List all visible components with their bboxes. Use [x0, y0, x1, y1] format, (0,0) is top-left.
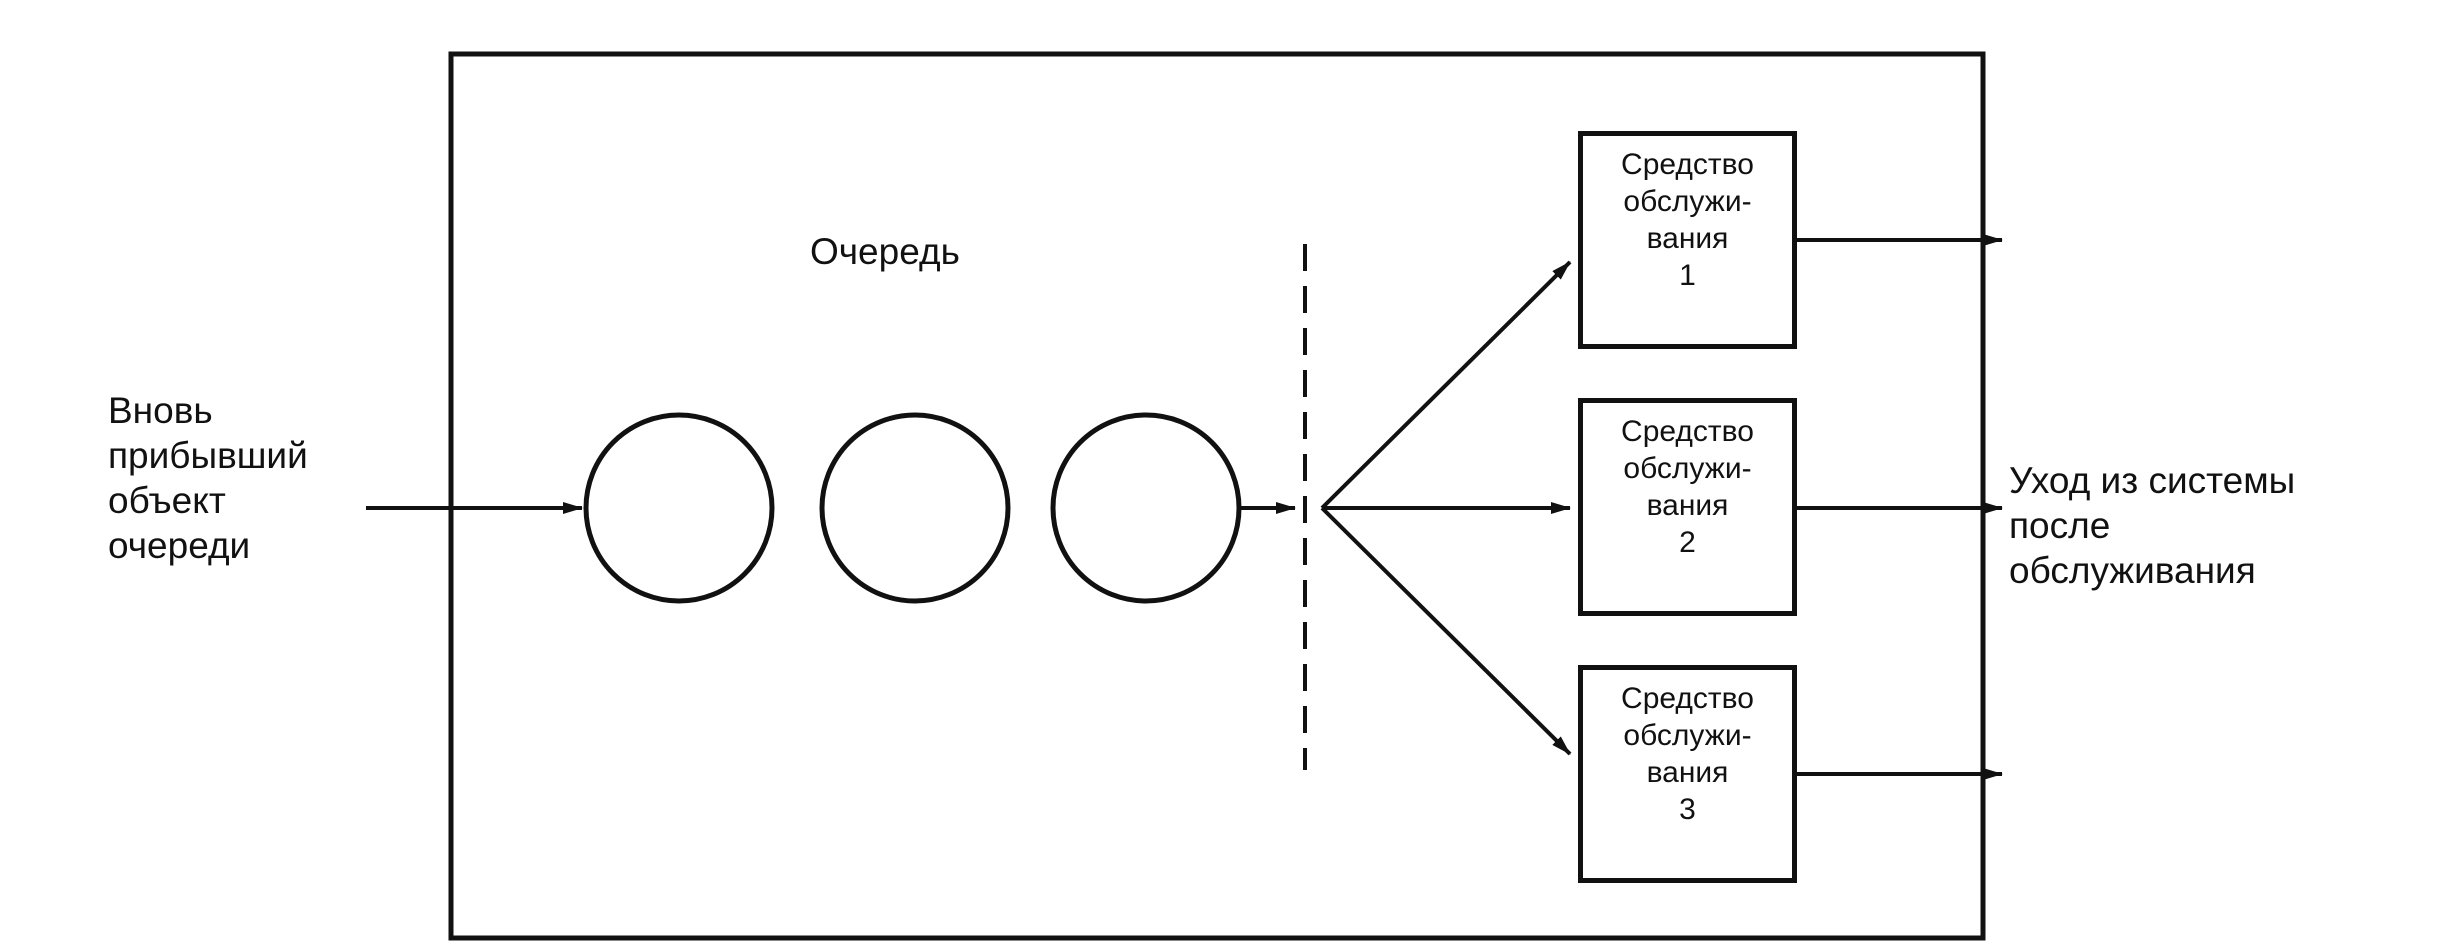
service-facility-1: Средство обслужи- вания 1: [1578, 131, 1797, 349]
server-label-line: вания: [1646, 222, 1729, 255]
queue-item-3: [1050, 412, 1242, 604]
incoming-label-line: очереди: [108, 525, 251, 566]
incoming-label-line: прибывший: [108, 435, 308, 476]
server-label-line: обслужи-: [1623, 719, 1752, 752]
server-number: 3: [1679, 793, 1696, 826]
server-number: 2: [1679, 526, 1696, 559]
queue-label: Очередь: [810, 231, 960, 272]
queue-item-1: [583, 412, 775, 604]
dispatch-arrow-1: [1320, 260, 1572, 510]
server-label-line: Средство: [1621, 148, 1754, 181]
departure-label-line: Уход из системы: [2009, 460, 2296, 501]
service-facility-2: Средство обслужи- вания 2: [1578, 398, 1797, 616]
incoming-label-line: объект: [108, 480, 226, 521]
server-label-line: Средство: [1621, 415, 1754, 448]
dispatch-arrow-3: [1320, 506, 1572, 756]
server-label-line: обслужи-: [1623, 185, 1752, 218]
server-number: 1: [1679, 259, 1696, 292]
server-label-line: обслужи-: [1623, 452, 1752, 485]
incoming-object-label: Вновь прибывший объект очереди: [108, 388, 308, 568]
server-label-line: Средство: [1621, 682, 1754, 715]
server-label-line: вания: [1646, 756, 1729, 789]
departure-label-line: обслуживания: [2009, 550, 2256, 591]
incoming-label-line: Вновь: [108, 390, 213, 431]
server-label-line: вания: [1646, 489, 1729, 522]
departure-label: Уход из системы после обслуживания: [2009, 458, 2295, 593]
departure-label-line: после: [2009, 505, 2111, 546]
service-facility-3: Средство обслужи- вания 3: [1578, 665, 1797, 883]
queue-item-2: [819, 412, 1011, 604]
system-boundary: [448, 51, 1986, 941]
